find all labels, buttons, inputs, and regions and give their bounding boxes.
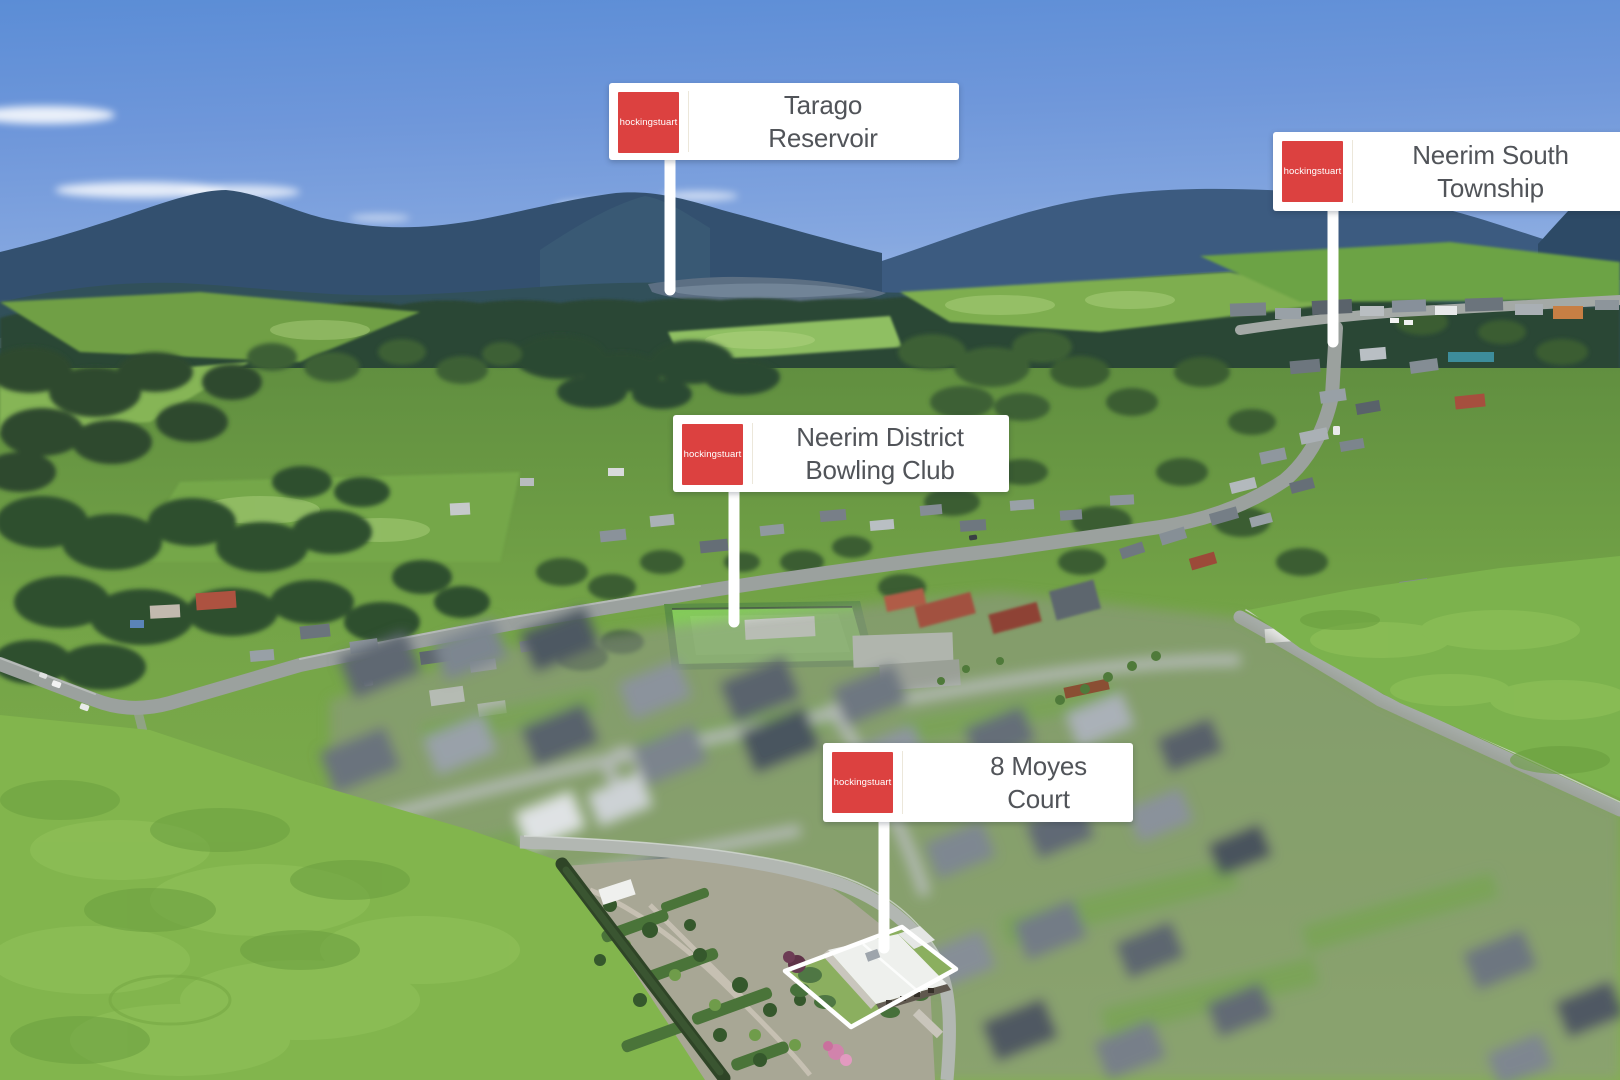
highlighted-property bbox=[782, 924, 959, 1039]
hockingstuart-logo: hockingstuart bbox=[1282, 141, 1343, 202]
label-divider bbox=[1352, 140, 1353, 203]
label-line-1: Neerim District bbox=[796, 421, 964, 452]
midground-houses bbox=[130, 468, 1135, 717]
label-line-2: Reservoir bbox=[768, 122, 878, 153]
label-text: Tarago Reservoir bbox=[687, 83, 959, 160]
pasture-east bbox=[1248, 556, 1620, 798]
paddock bbox=[0, 715, 724, 1080]
community-garden bbox=[555, 853, 935, 1080]
location-label-neerim-district-bowling-club: hockingstuart Neerim District Bowling Cl… bbox=[673, 415, 1009, 492]
label-line-1: Tarago bbox=[783, 89, 863, 120]
location-label-neerim-south-township: hockingstuart Neerim South Township bbox=[1273, 132, 1620, 211]
label-divider bbox=[752, 423, 753, 484]
main-road bbox=[0, 321, 1343, 715]
estate-street-trees bbox=[937, 651, 1161, 705]
label-line-2: Township bbox=[1437, 172, 1544, 203]
pointer-lines bbox=[664, 144, 1339, 954]
hockingstuart-logo: hockingstuart bbox=[618, 92, 679, 153]
house-roof bbox=[828, 934, 947, 1004]
label-text: Neerim District Bowling Club bbox=[751, 415, 1009, 492]
hockingstuart-logo: hockingstuart bbox=[682, 424, 743, 485]
garden-pavilion bbox=[598, 879, 636, 905]
location-label-tarago-reservoir: hockingstuart Tarago Reservoir bbox=[609, 83, 959, 160]
label-text: 8 Moyes Court bbox=[901, 743, 1133, 822]
label-line-1: Neerim South bbox=[1412, 139, 1569, 170]
location-label-8-moyes-court: hockingstuart 8 Moyes Court bbox=[823, 743, 1133, 822]
label-line-2: Court bbox=[1007, 783, 1070, 814]
estate-focus-corridor bbox=[883, 579, 1102, 635]
estate-boundary-road bbox=[1233, 610, 1620, 817]
label-text: Neerim South Township bbox=[1351, 132, 1620, 211]
township-street bbox=[1235, 295, 1620, 335]
label-line-1: 8 Moyes bbox=[990, 750, 1087, 781]
label-divider bbox=[688, 91, 689, 152]
property-boundary-outline bbox=[782, 924, 959, 1030]
tree-clusters bbox=[0, 309, 1588, 690]
roads bbox=[0, 295, 1620, 863]
pink-blossom-tree bbox=[823, 1041, 852, 1066]
hockingstuart-logo: hockingstuart bbox=[832, 752, 893, 813]
label-divider bbox=[902, 751, 903, 814]
label-line-2: Bowling Club bbox=[805, 454, 955, 485]
